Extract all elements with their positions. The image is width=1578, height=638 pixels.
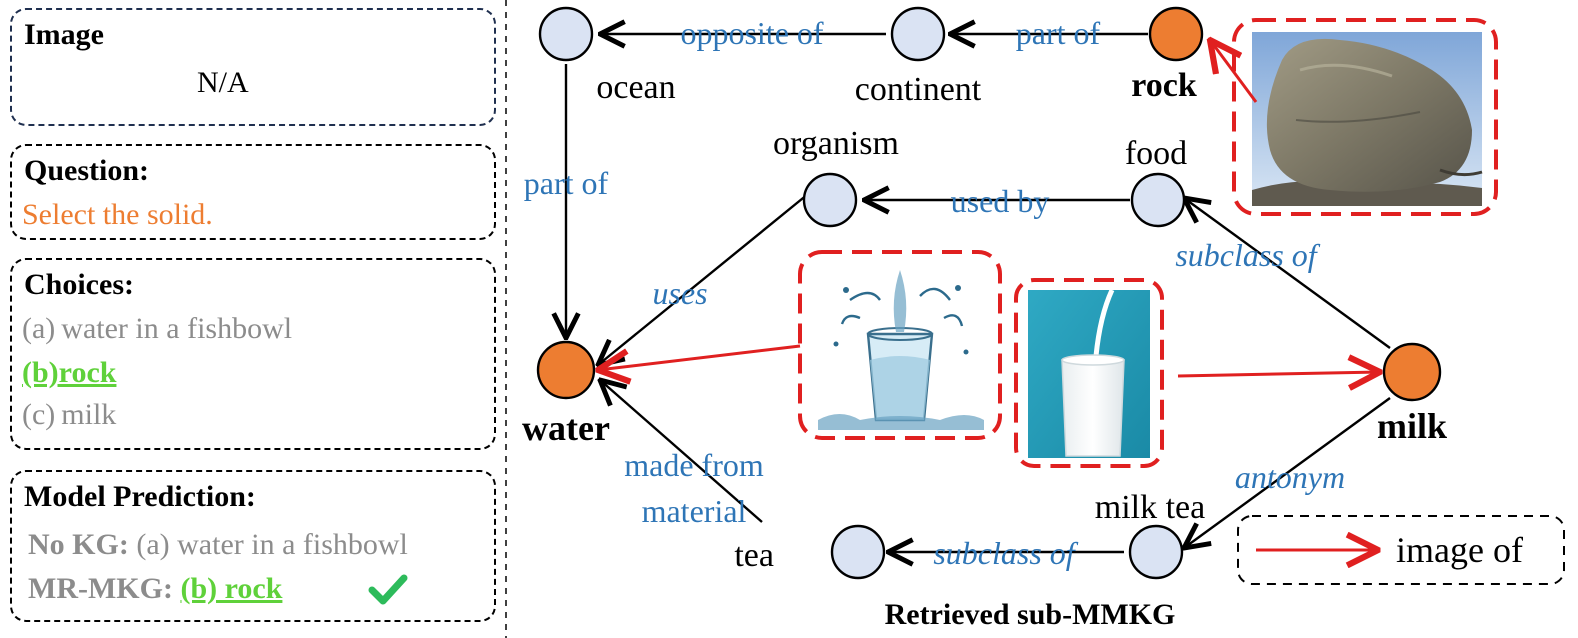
label-rock: rock [1131,67,1197,104]
rock-photo [1252,32,1483,206]
label-continent: continent [855,71,982,108]
node-labels: ocean continent rock organism food water… [522,67,1447,574]
image-box-title: Image [24,18,104,51]
node-continent [890,6,946,62]
image-of-rock [1210,40,1258,103]
mrmkg-answer: (b) rock [180,572,283,605]
no-kg-label: No KG: [28,528,129,561]
check-icon [368,574,408,605]
choices-box: Choices: (a) water in a fishbowl (b)rock… [10,258,496,450]
mrmkg-label: MR-MKG: [28,572,173,605]
label-organism: organism [773,125,899,162]
label-food: food [1125,135,1187,172]
prediction-box: Model Prediction: No KG: (a) water in a … [10,470,496,622]
legend-box [1237,515,1565,585]
node-organism [802,172,858,228]
label-milk: milk [1377,406,1447,446]
edge-milk-food [1184,198,1391,349]
edge-label-opposite-of: opposite of [680,15,823,51]
prediction-title: Model Prediction: [24,480,256,513]
node-milktea [1128,524,1184,580]
choices-title: Choices: [24,268,134,301]
label-tea: tea [734,537,774,574]
edge-label-part-of-top: part of [1016,15,1101,51]
edge-label-uses: uses [652,275,707,311]
mrmkg-row: MR-MKG: (b) rock [28,572,282,606]
image-of-arrows [598,40,1380,376]
legend: image of [1237,515,1565,585]
edge-label-antonym: antonym [1235,459,1345,495]
edges [566,34,1391,552]
question-text: Select the solid. [22,198,213,231]
edge-organism-water [598,193,809,365]
question-title: Question: [24,154,150,187]
choice-c: (c) milk [22,398,117,431]
milk-glass-photo [1028,288,1150,458]
water-glass-photo [812,262,988,430]
node-food [1130,172,1186,228]
label-water: water [522,408,610,448]
choice-a: (a) water in a fishbowl [22,312,293,345]
label-ocean: ocean [596,69,675,106]
image-box: Image N/A [10,8,496,126]
question-box: Question: Select the solid. [10,144,496,240]
edge-label-used-by: used by [951,183,1050,219]
no-kg-row: No KG: (a) water in a fishbowl [28,528,408,562]
node-milk [1382,342,1442,402]
node-rock [1148,6,1204,62]
edge-tea-water [600,380,763,523]
no-kg-answer: (a) water in a fishbowl [136,528,408,561]
graph-caption: Retrieved sub-MMKG [885,598,1176,631]
edge-label-subclass-of-food: subclass of [1175,237,1320,273]
label-milktea: milk tea [1095,489,1205,526]
edge-labels: opposite of part of part of used by uses… [524,15,1345,571]
node-ocean [538,6,594,62]
image-of-milk [1177,372,1380,376]
node-water [536,340,596,400]
image-of-water [598,344,801,370]
choice-b: (b)rock [22,356,117,389]
node-tea [830,524,886,580]
edge-label-made-from: made from [624,447,764,483]
edge-label-material: material [642,493,747,529]
edge-label-part-of-left: part of [524,165,609,201]
edge-label-subclass-of-tea: subclass of [933,535,1078,571]
legend-label: image of [1396,530,1523,570]
nodes [536,6,1442,580]
image-box-value: N/A [197,66,249,99]
edge-milk-milktea [1184,397,1391,548]
